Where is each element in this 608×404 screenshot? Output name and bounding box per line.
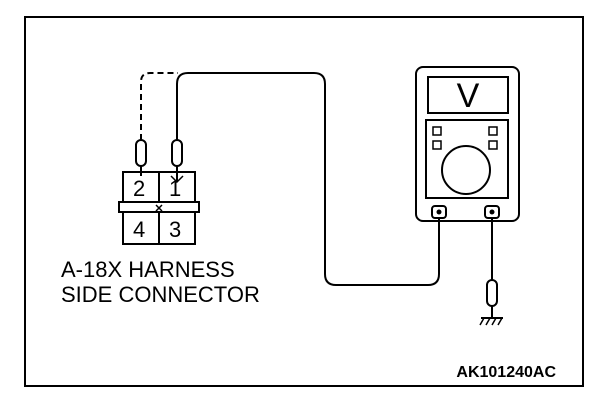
pin-label-4: 4 [133, 217, 145, 242]
pin-label-2: 2 [133, 176, 145, 201]
meter-button [432, 140, 442, 150]
probe-icon [135, 139, 147, 167]
connector-pin-3-cell [158, 211, 196, 245]
pin-label-3: 3 [169, 217, 181, 242]
voltmeter-icon: V [415, 66, 520, 222]
meter-body [415, 66, 520, 222]
meter-panel [425, 119, 509, 199]
probe-pin-2 [135, 72, 178, 176]
test-lead-positive [176, 72, 440, 286]
meter-dial [441, 145, 491, 195]
meter-button [488, 126, 498, 136]
diagram-frame [24, 16, 584, 387]
connector-center-mark [155, 204, 163, 212]
connector-label-line-1: A-18X HARNESS [61, 257, 235, 282]
ground-icon [479, 317, 503, 326]
probe-icon [486, 279, 498, 307]
ground-lead [479, 218, 503, 326]
harness-connector: 2 1 4 3 [118, 171, 200, 245]
figure-code: AK101240AC [456, 364, 556, 381]
meter-button [432, 126, 442, 136]
meter-display-symbol: V [457, 77, 480, 115]
meter-display [427, 76, 509, 114]
probe-icon [171, 139, 183, 167]
meter-button [488, 140, 498, 150]
meter-terminal-positive [431, 205, 447, 219]
pin-label-1: 1 [169, 176, 181, 201]
dashed-alternate-lead [140, 72, 178, 140]
connector-label-line-2: SIDE CONNECTOR [61, 282, 260, 307]
